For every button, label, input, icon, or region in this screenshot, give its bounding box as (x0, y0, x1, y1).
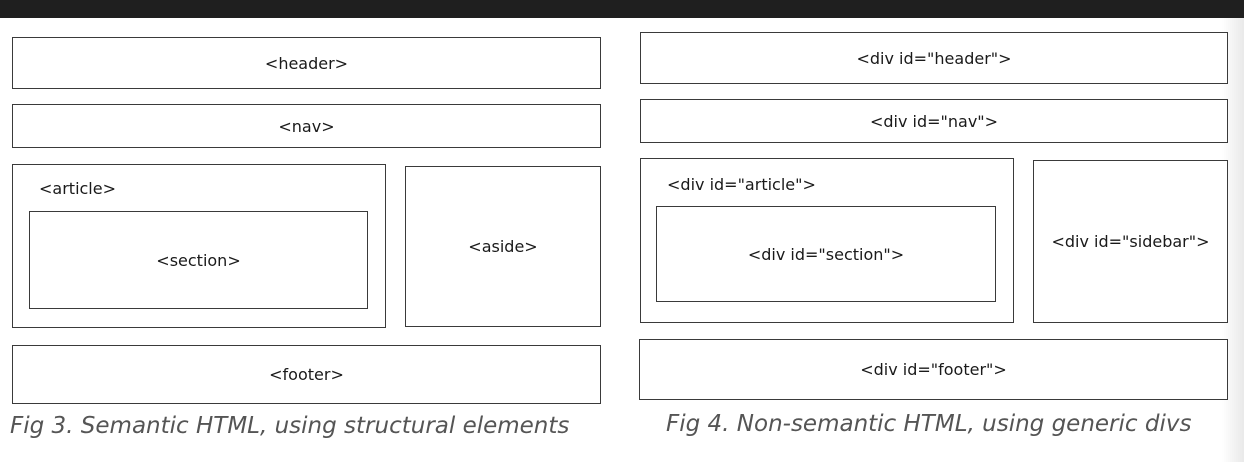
fig4-footer-box: <div id="footer"> (639, 339, 1228, 400)
fig3-aside-box: <aside> (405, 166, 601, 327)
fig3-nav-label: <nav> (278, 116, 335, 136)
fig3-article-label: <article> (39, 179, 116, 198)
fig3-nav-box: <nav> (12, 104, 601, 148)
fig4-article-label: <div id="article"> (667, 175, 816, 194)
fig4-section-box: <div id="section"> (656, 206, 996, 302)
fig4-header-box: <div id="header"> (640, 32, 1228, 84)
fig4-nav-box: <div id="nav"> (640, 99, 1228, 143)
fig3-section-label: <section> (156, 250, 241, 270)
fig4-caption: Fig 4. Non-semantic HTML, using generic … (666, 411, 1192, 437)
fig3-footer-box: <footer> (12, 345, 601, 404)
fig4-section-label: <div id="section"> (747, 244, 905, 264)
fig3-footer-label: <footer> (269, 365, 344, 384)
fig3-caption: Fig 3. Semantic HTML, using structural e… (10, 413, 570, 439)
fig4-nav-label: <div id="nav"> (869, 111, 999, 131)
fig4-footer-label: <div id="footer"> (860, 360, 1007, 379)
fig4-header-label: <div id="header"> (856, 48, 1012, 68)
fig3-aside-label: <aside> (468, 237, 538, 256)
fig3-header-label: <header> (264, 53, 349, 73)
fig3-section-box: <section> (29, 211, 368, 309)
fig3-header-box: <header> (12, 37, 601, 89)
fig4-sidebar-label: <div id="sidebar"> (1051, 232, 1210, 251)
fig4-sidebar-box: <div id="sidebar"> (1033, 160, 1228, 323)
